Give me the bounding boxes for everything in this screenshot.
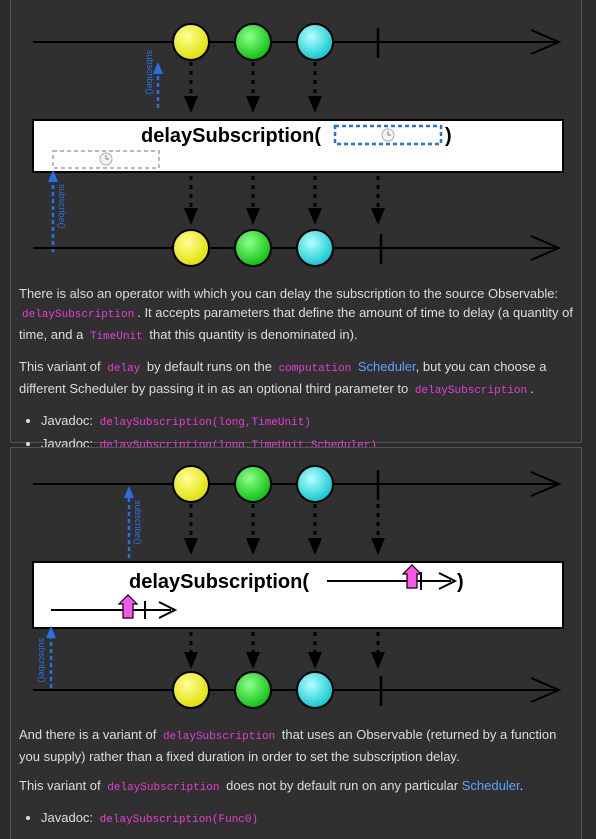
- text: by default runs on the: [146, 359, 272, 374]
- javadoc-label: Javadoc:: [41, 810, 94, 825]
- magenta-up-arrow-icon: [401, 564, 423, 589]
- code-TimeUnit: TimeUnit: [89, 331, 143, 343]
- marble-green: [234, 23, 272, 61]
- section-delay-by-observable: subscribe() delaySubscription( ) subscri…: [10, 447, 582, 839]
- marble-cyan: [296, 229, 334, 267]
- subscribe-arrow-head: [46, 626, 56, 638]
- section2-text: And there is a variant of delaySubscript…: [19, 725, 575, 831]
- text: This variant of: [19, 359, 101, 374]
- operator-label: delaySubscription(: [129, 571, 309, 593]
- javadoc-item: Javadoc: delaySubscription(long,TimeUnit…: [41, 411, 575, 433]
- section2-para1: And there is a variant of delaySubscript…: [19, 725, 575, 766]
- code-delay: delay: [107, 363, 141, 375]
- subscribe-label: subscribe(): [57, 184, 67, 229]
- scheduler-link[interactable]: Scheduler: [461, 778, 520, 793]
- section1-para1: There is also an operator with which you…: [19, 284, 575, 347]
- code-computation: computation: [278, 363, 352, 375]
- subscribe-label: subscribe(): [133, 500, 143, 545]
- section1-text: There is also an operator with which you…: [19, 284, 575, 457]
- subscribe-arrow-head: [124, 486, 134, 498]
- subscribe-arrow-head: [153, 62, 163, 74]
- marble-green: [234, 465, 272, 503]
- delay-duration-box: [333, 124, 443, 146]
- emission-arrow-head: [246, 96, 260, 113]
- scheduler-link[interactable]: Scheduler: [357, 359, 416, 374]
- code-delaySubscription: delaySubscription: [162, 731, 276, 743]
- marble-cyan: [296, 671, 334, 709]
- javadoc-link[interactable]: delaySubscription(long,TimeUnit): [99, 417, 311, 429]
- section1-para2: This variant of delay by default runs on…: [19, 357, 575, 401]
- operator-box: [32, 119, 564, 173]
- code-delaySubscription: delaySubscription: [414, 385, 528, 397]
- javadoc-link[interactable]: delaySubscription(Func0): [99, 814, 259, 826]
- subscribe-label: subscribe(): [37, 638, 47, 683]
- text: . It accepts parameters that define the …: [19, 305, 573, 342]
- javadoc-label: Javadoc:: [41, 413, 94, 428]
- marble-yellow: [172, 23, 210, 61]
- operator-box: [32, 561, 564, 629]
- text: that this quantity is denominated in).: [149, 327, 358, 342]
- code-delaySubscription: delaySubscription: [22, 309, 135, 321]
- source-timeline-arrowhead: [530, 29, 562, 55]
- operator-close: ): [445, 125, 452, 147]
- delay-duration-box-grey: [52, 150, 160, 169]
- section-delay-by-time: subscribe() delaySubscription( ) subscr: [10, 0, 582, 452]
- javadoc-list: Javadoc: delaySubscription(Func0): [19, 808, 575, 830]
- text: , but you can choose a different Schedul…: [19, 359, 547, 396]
- marble-yellow: [172, 671, 210, 709]
- operator-close: ): [457, 571, 464, 593]
- emission-arrow-head: [184, 96, 198, 113]
- emission-arrow-head: [308, 96, 322, 113]
- text: And there is a variant of: [19, 727, 157, 742]
- marble-yellow: [172, 465, 210, 503]
- marble-cyan: [296, 465, 334, 503]
- text: does not by default run on any particula…: [226, 778, 459, 793]
- section2-para2: This variant of delaySubscription does n…: [19, 776, 575, 798]
- marble-diagram-1: subscribe() delaySubscription( ) subscr: [32, 23, 564, 267]
- text: .: [530, 381, 534, 396]
- code-delaySubscription: delaySubscription: [107, 782, 220, 794]
- marble-diagram-2: subscribe() delaySubscription( ) subscri…: [32, 465, 564, 709]
- operator-label: delaySubscription(: [141, 125, 321, 147]
- text: that uses an Observable (returned by a f…: [19, 727, 557, 764]
- text: There is also an operator with which you…: [19, 286, 559, 301]
- marble-yellow: [172, 229, 210, 267]
- marble-green: [234, 671, 272, 709]
- javadoc-item: Javadoc: delaySubscription(Func0): [41, 808, 575, 830]
- text: .: [519, 778, 524, 793]
- magenta-up-arrow-icon: [117, 594, 139, 619]
- subscribe-label: subscribe(): [145, 50, 155, 95]
- text: This variant of: [19, 778, 101, 793]
- subscribe-arrow-head: [48, 170, 58, 182]
- marble-cyan: [296, 23, 334, 61]
- marble-green: [234, 229, 272, 267]
